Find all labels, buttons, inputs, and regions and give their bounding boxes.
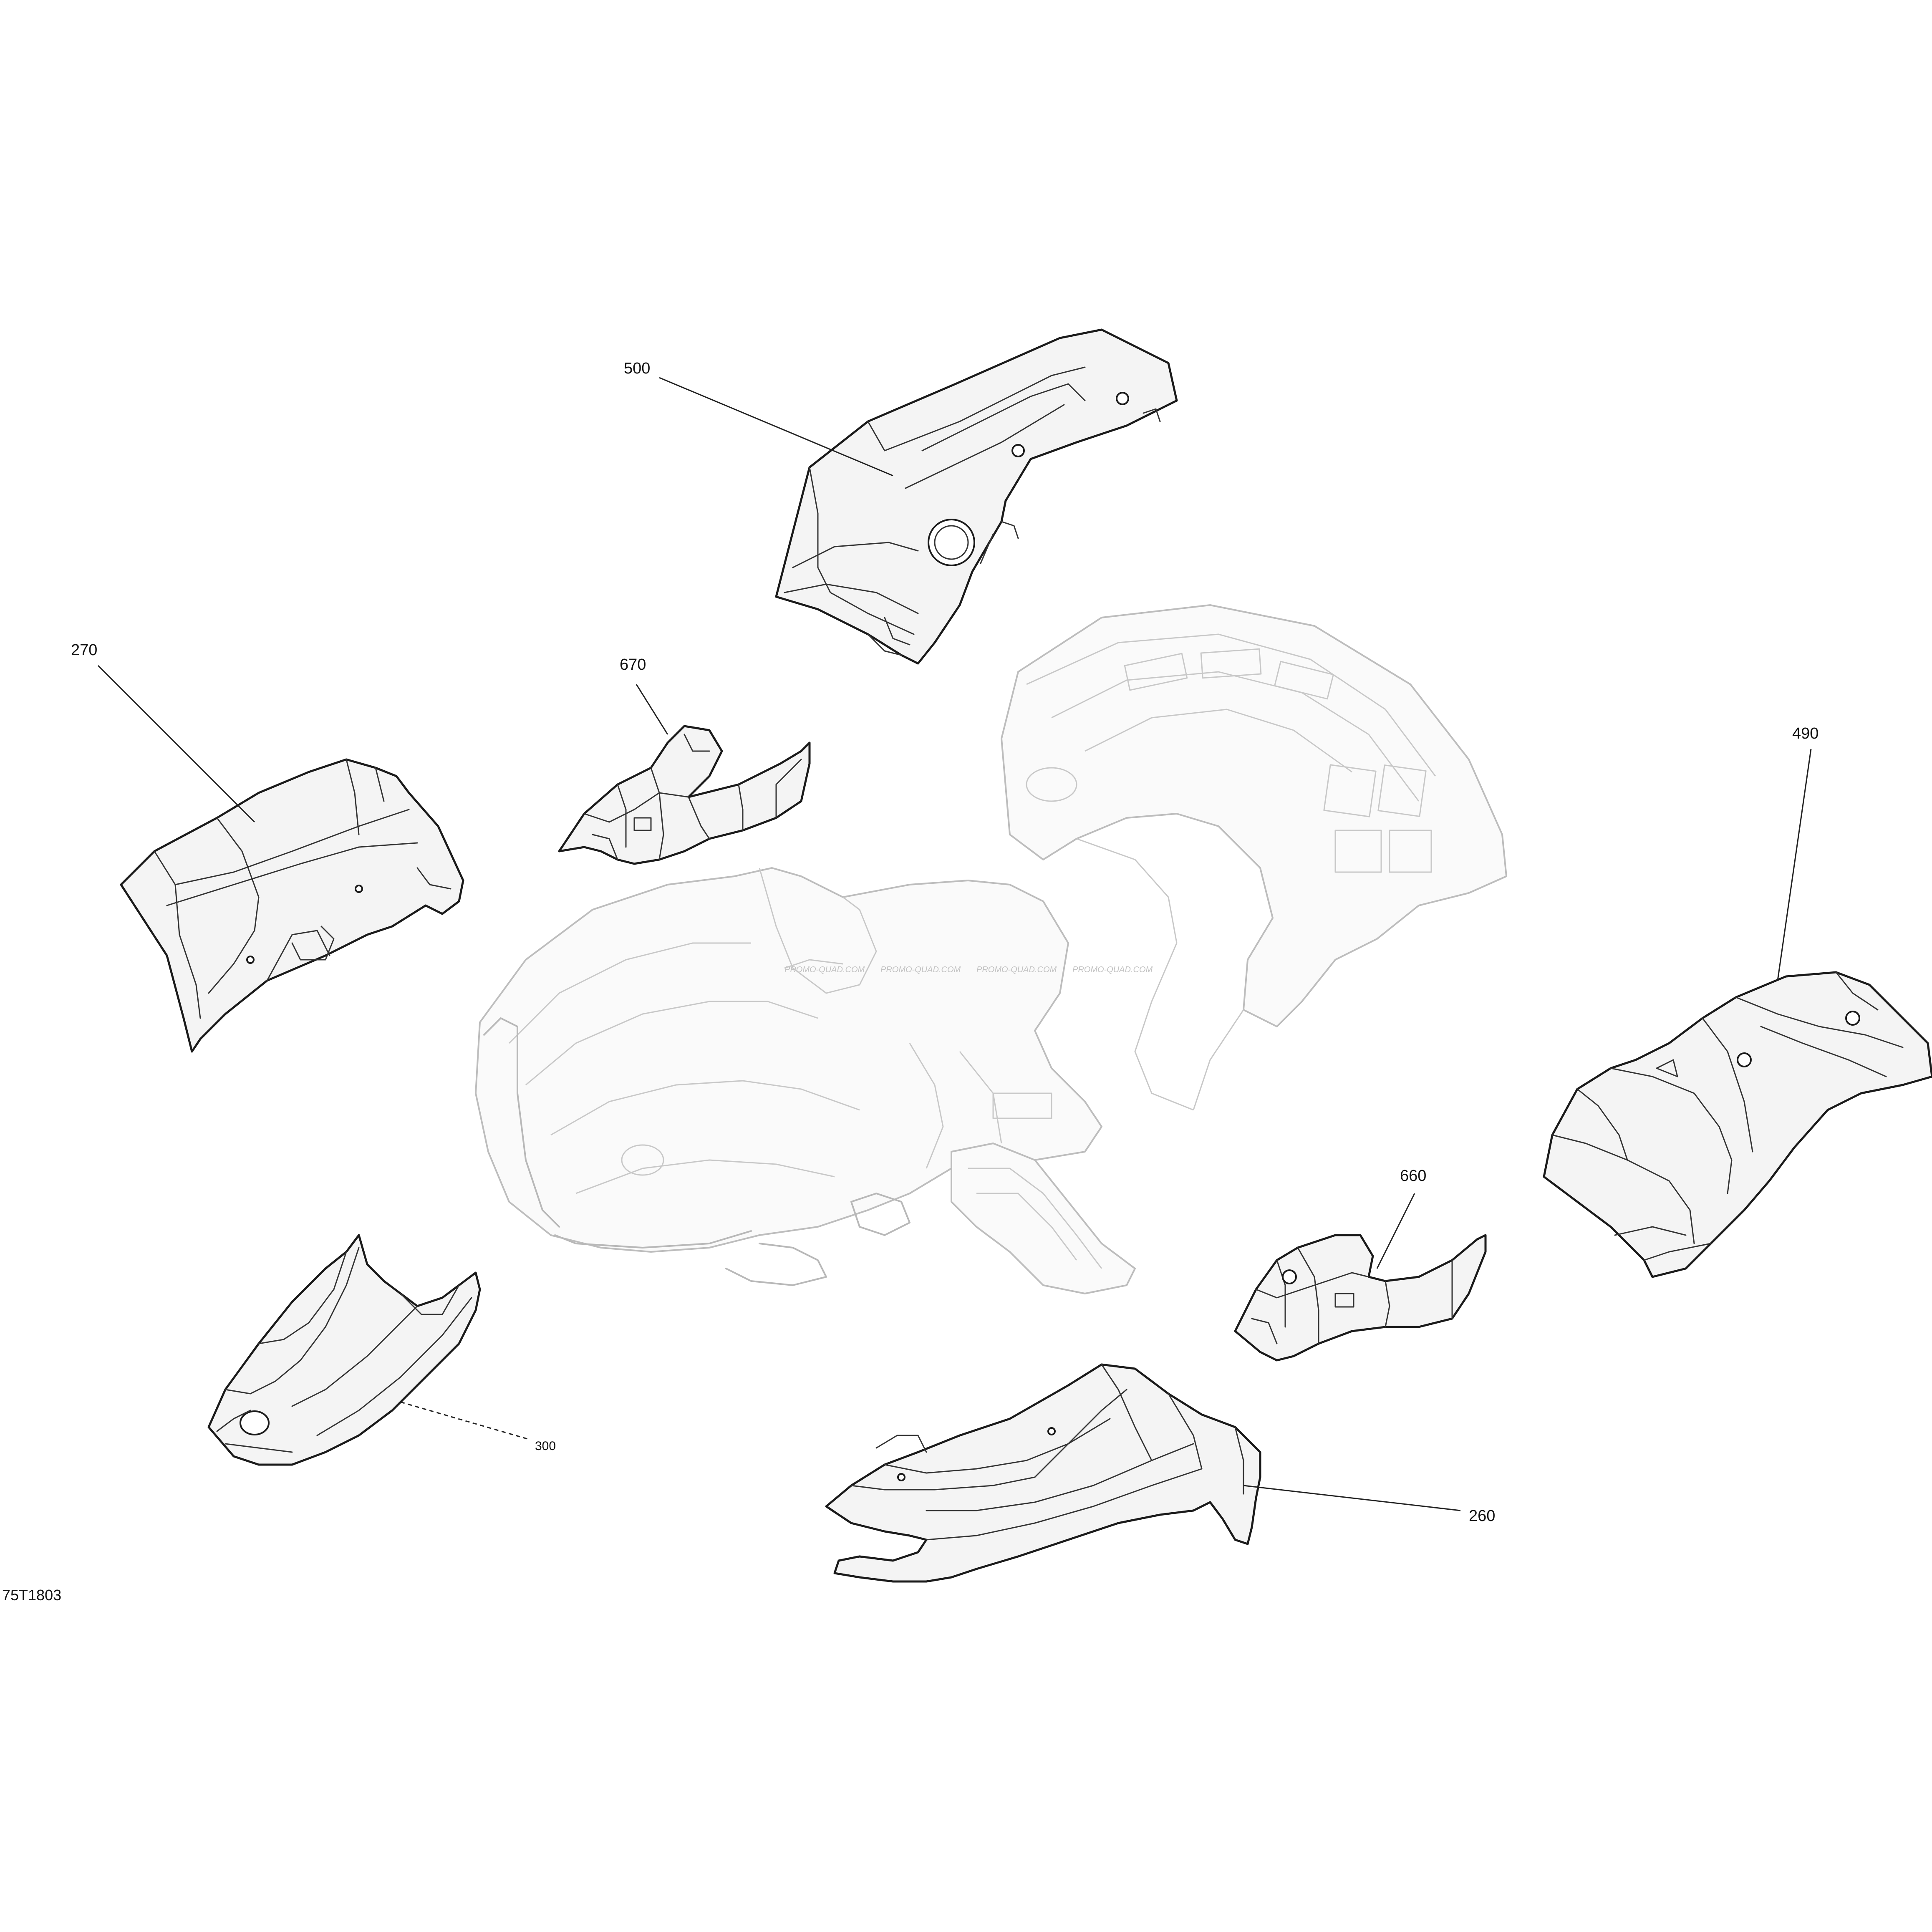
leader-500 [659, 377, 893, 477]
watermark-text-3: PROMO-QUAD.COM [976, 965, 1057, 974]
part-490-rear-fender [1543, 971, 1932, 1278]
callout-490: 490 [1792, 725, 1819, 742]
part-660-inner-panel [1234, 1234, 1487, 1362]
part-300-front-nose [207, 1234, 481, 1466]
leader-lines [97, 377, 1812, 1511]
watermark-text: PROMO-QUAD.COM [784, 965, 865, 974]
callout-300: 300 [535, 1439, 556, 1453]
watermark-text-4: PROMO-QUAD.COM [1072, 965, 1153, 974]
callout-labels: 500 270 670 490 660 300 260 75T1803 [2, 360, 1819, 1604]
part-670-inner-panel [558, 725, 811, 865]
callout-270: 270 [71, 641, 97, 659]
leader-490 [1777, 749, 1812, 981]
callout-260: 260 [1469, 1507, 1495, 1525]
part-500-rear-fender [775, 328, 1178, 665]
leader-300 [400, 1401, 530, 1440]
callout-660: 660 [1400, 1167, 1426, 1185]
reference-code: 75T1803 [2, 1586, 61, 1604]
vehicle-frame: PROMO-QUAD.COM PROMO-QUAD.COM PROMO-QUAD… [475, 604, 1507, 1294]
watermark-text-2: PROMO-QUAD.COM [880, 965, 961, 974]
callout-670: 670 [620, 656, 646, 673]
leader-270 [97, 665, 255, 823]
callout-500: 500 [624, 360, 650, 377]
leader-660 [1376, 1193, 1415, 1269]
leader-670 [636, 684, 668, 735]
part-260-front-fender [825, 1363, 1261, 1583]
leader-260 [1243, 1485, 1461, 1511]
part-270-front-fender [120, 758, 464, 1053]
